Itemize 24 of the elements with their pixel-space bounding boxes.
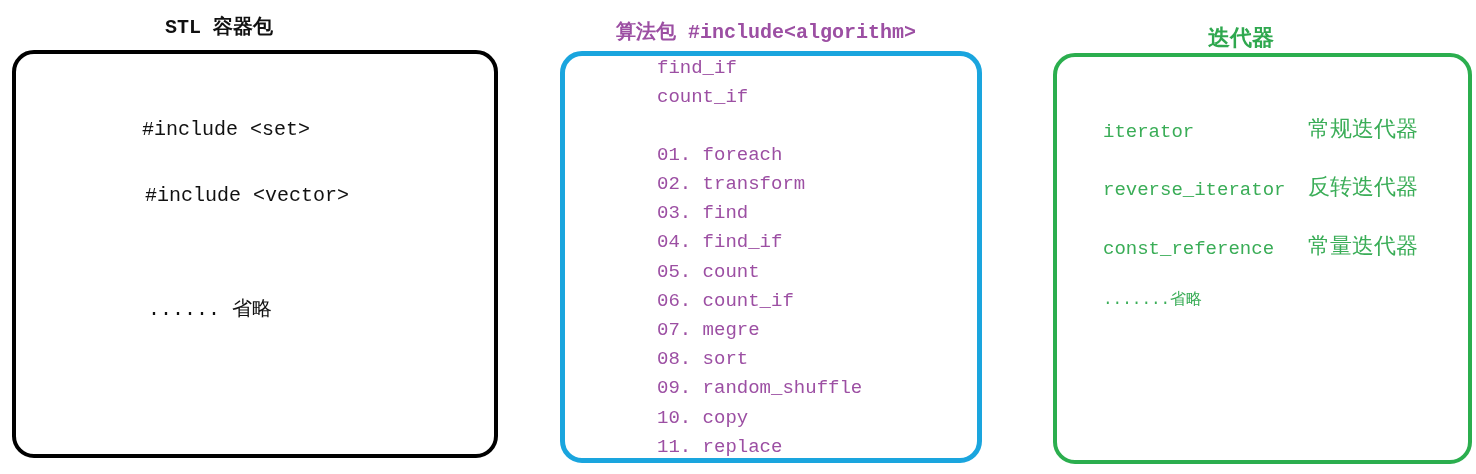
iterator-description: 常规迭代器: [1308, 120, 1418, 142]
function-name: 05. count: [657, 262, 760, 282]
function-name: 09. random_shuffle: [657, 378, 863, 398]
function-name: 02. transform: [657, 174, 806, 194]
function-name: 10. copy: [657, 408, 749, 428]
ellipsis-note: .......省略: [1103, 292, 1203, 308]
iterator-type: iterator: [1103, 122, 1195, 142]
ellipsis-note: ...... 省略: [148, 300, 272, 320]
iterator-description: 反转迭代器: [1308, 178, 1418, 200]
function-name: 04. find_if: [657, 232, 783, 252]
function-name: 11. replace: [657, 437, 783, 457]
function-name: find_if: [657, 58, 737, 78]
function-name: 06. count_if: [657, 291, 794, 311]
include-directive: #include <vector>: [145, 186, 350, 206]
iterator-type: const_reference: [1103, 239, 1275, 259]
function-name: 01. foreach: [657, 145, 783, 165]
function-name: count_if: [657, 87, 749, 107]
function-name: 03. find: [657, 203, 749, 223]
function-name: 08. sort: [657, 349, 749, 369]
include-directive: #include <set>: [142, 120, 311, 140]
function-name: 07. megre: [657, 320, 760, 340]
iterator-description: 常量迭代器: [1308, 237, 1418, 259]
iterator-type: reverse_iterator: [1103, 180, 1286, 200]
section-heading: 算法包 #include<algorithm>: [616, 23, 917, 43]
